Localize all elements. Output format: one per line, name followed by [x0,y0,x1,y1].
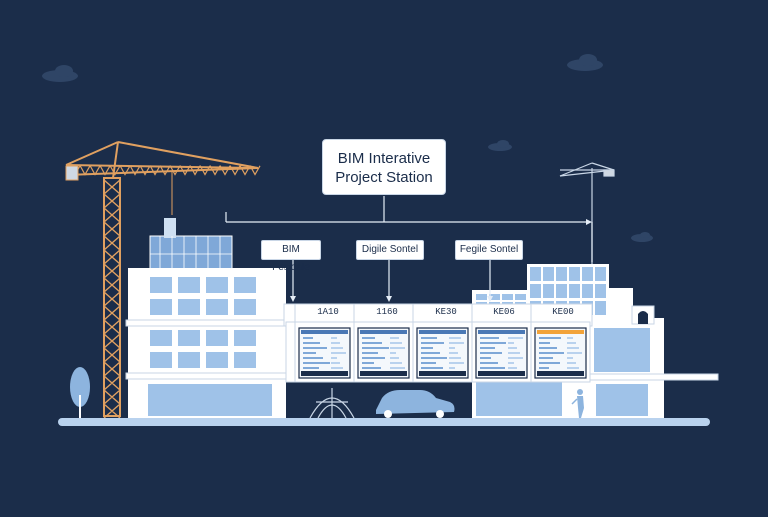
window [476,294,487,300]
window [476,382,562,416]
column-label: 1160 [376,307,398,317]
window [234,277,256,293]
column-label: KE00 [552,307,574,317]
window [150,277,172,293]
window [234,299,256,315]
window [206,352,228,368]
window [594,328,650,372]
window [502,294,513,300]
cloud-icon [488,140,512,151]
office-building [125,218,291,418]
window [234,330,256,346]
window [556,267,567,281]
station-title-line1: BIM Interative [337,150,431,167]
window [206,299,228,315]
window [178,352,200,368]
window [206,330,228,346]
window [530,267,541,281]
window [595,267,606,281]
window [596,384,648,416]
cloud-icon [631,232,653,242]
window [206,277,228,293]
column-label: KE30 [435,307,457,317]
window [530,284,541,298]
window [543,267,554,281]
worker-icon [571,389,584,418]
window [595,284,606,298]
column-label: 1A10 [317,307,339,317]
cloud-icon [42,65,78,82]
window [150,330,172,346]
window [148,384,272,416]
car-icon [376,390,455,418]
window [234,352,256,368]
window [178,330,200,346]
connector-lines [225,196,593,302]
label-bim-residence: BIM Fesidale [261,240,321,273]
crane-icon [65,141,261,419]
window [556,284,567,298]
window [178,299,200,315]
window [178,277,200,293]
station-title-line2: Project Station [335,169,433,186]
window [489,294,500,300]
cloud-icon [567,54,603,71]
label-digital-control: Digile Sontel [356,240,424,260]
window [582,284,593,298]
dome-icon [309,388,355,419]
window [569,267,580,281]
dashboard-panel [283,303,593,383]
window [595,301,606,315]
tree-icon [70,367,90,418]
window [543,284,554,298]
column-label: KE06 [493,307,515,317]
label-project-control: Fegile Sontel [455,240,523,260]
window [582,267,593,281]
window [569,284,580,298]
window [515,294,526,300]
window [150,352,172,368]
ground-line [58,418,710,426]
window [150,299,172,315]
project-station-callout: BIM Interative Project Station [322,139,446,195]
crane-icon [559,162,615,264]
